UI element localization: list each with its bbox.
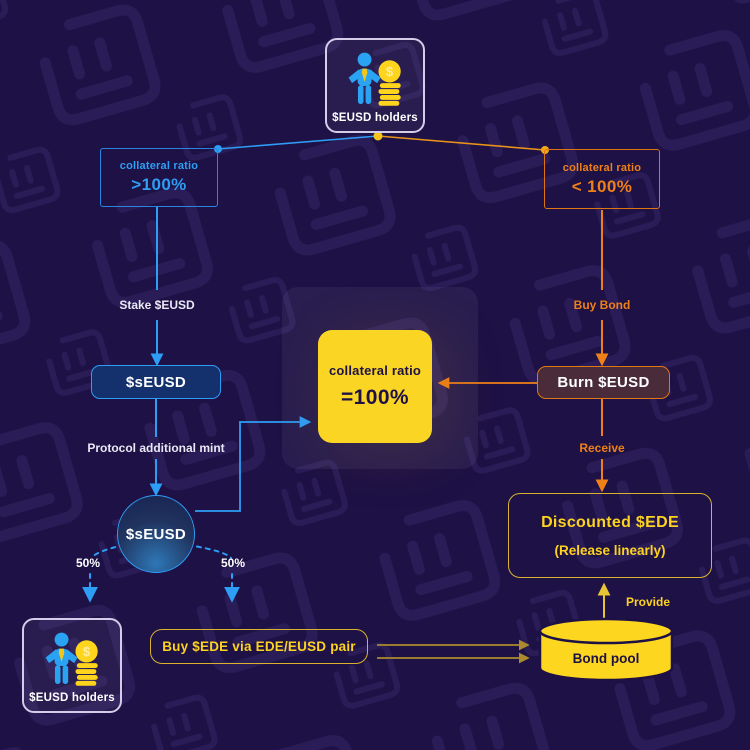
- buy-pair-label: Buy $EDE via EDE/EUSD pair: [162, 639, 356, 654]
- split-line-left: [217, 135, 379, 150]
- holders-icon: [45, 632, 98, 686]
- receive-label: Receive: [579, 441, 625, 455]
- provide-label: Provide: [625, 595, 670, 609]
- stake-label: Stake $EUSD: [119, 298, 195, 312]
- seusd-circle-label: $sEUSD: [125, 525, 187, 543]
- bond-pool-label: Bond pool: [572, 650, 640, 666]
- split-left-label: 50%: [75, 556, 101, 570]
- box-collateral-above-100: collateral ratio >100%: [100, 148, 218, 207]
- top-holders-label: $EUSD holders: [332, 112, 418, 124]
- discounted-line2: (Release linearly): [554, 542, 666, 558]
- box-seusd: $sEUSD: [91, 365, 221, 399]
- buy-bond-label: Buy Bond: [573, 298, 631, 312]
- junction-dot-left: [214, 145, 222, 153]
- discounted-line1: Discounted $EDE: [541, 513, 679, 531]
- circle-to-ratio-arrow: [195, 416, 312, 512]
- collateral-below-line1: collateral ratio: [562, 161, 642, 174]
- node-top-eusd-holders: $EUSD holders: [325, 38, 425, 133]
- box-discounted-ede: Discounted $EDE (Release linearly): [508, 493, 712, 578]
- collateral-equal-line2: =100%: [341, 386, 409, 409]
- split-line-right: [377, 135, 546, 151]
- collateral-above-line2: >100%: [131, 175, 187, 194]
- box-collateral-below-100: collateral ratio < 100%: [544, 149, 660, 209]
- node-bottom-eusd-holders: $EUSD holders: [22, 618, 122, 713]
- bond-pool-cylinder: [538, 617, 674, 682]
- box-collateral-equal-100: collateral ratio =100%: [318, 330, 432, 443]
- split-right-dashed-curve: [187, 544, 232, 559]
- seusd-box-label: $sEUSD: [125, 373, 187, 391]
- protocol-mint-label: Protocol additional mint: [87, 441, 225, 455]
- box-burn-eusd: Burn $EUSD: [537, 366, 670, 399]
- collateral-below-line2: < 100%: [571, 176, 633, 196]
- junction-dot-center: [373, 131, 383, 141]
- split-right-label: 50%: [220, 556, 246, 570]
- holders-icon: [348, 52, 401, 106]
- burn-label: Burn $EUSD: [557, 374, 650, 391]
- box-buy-ede-pair: Buy $EDE via EDE/EUSD pair: [150, 629, 368, 664]
- collateral-above-line1: collateral ratio: [119, 160, 199, 172]
- bottom-holders-label: $EUSD holders: [29, 692, 115, 704]
- circle-seusd: $sEUSD: [117, 495, 195, 573]
- collateral-equal-line1: collateral ratio: [328, 363, 422, 378]
